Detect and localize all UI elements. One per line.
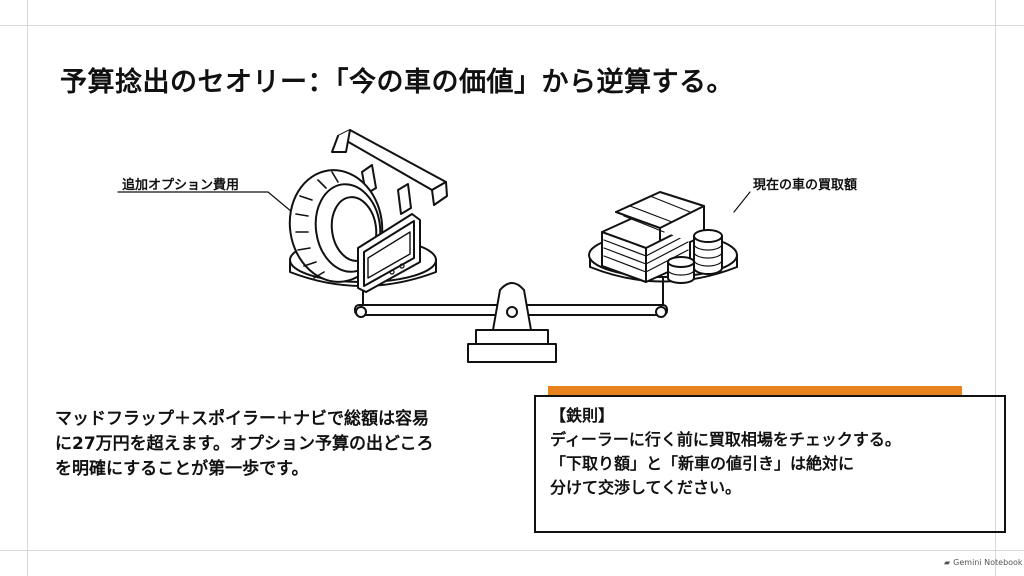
navigation-monitor-icon bbox=[357, 213, 421, 293]
slide-title: 予算捻出のセオリー：「今の車の価値」から逆算する。 bbox=[60, 67, 734, 98]
description-line: を明確にすることが第一歩です。 bbox=[55, 459, 309, 479]
notebook-icon: ▰ bbox=[944, 558, 951, 567]
guide-line-left bbox=[27, 0, 28, 576]
rule-line: ディーラーに行く前に買取相場をチェックする。 bbox=[550, 430, 901, 449]
description-text: マッドフラップ＋スポイラー＋ナビで総額は容易 に27万円を超えます。オプション予… bbox=[55, 407, 485, 482]
guide-line-bottom bbox=[0, 550, 1024, 551]
rule-accent-bar bbox=[548, 386, 962, 396]
rule-heading: 【鉄則】 bbox=[550, 406, 615, 425]
guide-line-top bbox=[0, 25, 1024, 26]
right-pan-label: 現在の車の買取額 bbox=[753, 178, 858, 193]
callout-lines bbox=[117, 191, 751, 213]
rule-line: 分けて交渉してください。 bbox=[550, 478, 742, 497]
coin-stack-icon bbox=[667, 229, 723, 284]
description-line: に27万円を超えます。オプション予算の出どころ bbox=[55, 434, 434, 454]
fulcrum bbox=[467, 282, 557, 363]
spoiler-icon bbox=[331, 129, 448, 215]
watermark: ▰ Gemini Notebook bbox=[944, 558, 1023, 567]
rule-box bbox=[534, 395, 1006, 533]
description-line: マッドフラップ＋スポイラー＋ナビで総額は容易 bbox=[55, 409, 429, 429]
left-pan-label: 追加オプション費用 bbox=[122, 178, 240, 193]
guide-line-right bbox=[995, 0, 996, 576]
rule-line: 「下取り額」と「新車の値引き」は絶対に bbox=[550, 454, 855, 473]
watermark-label: Gemini Notebook bbox=[953, 558, 1023, 567]
rule-box-content: 【鉄則】 ディーラーに行く前に買取相場をチェックする。 「下取り額」と「新車の値… bbox=[550, 404, 990, 500]
